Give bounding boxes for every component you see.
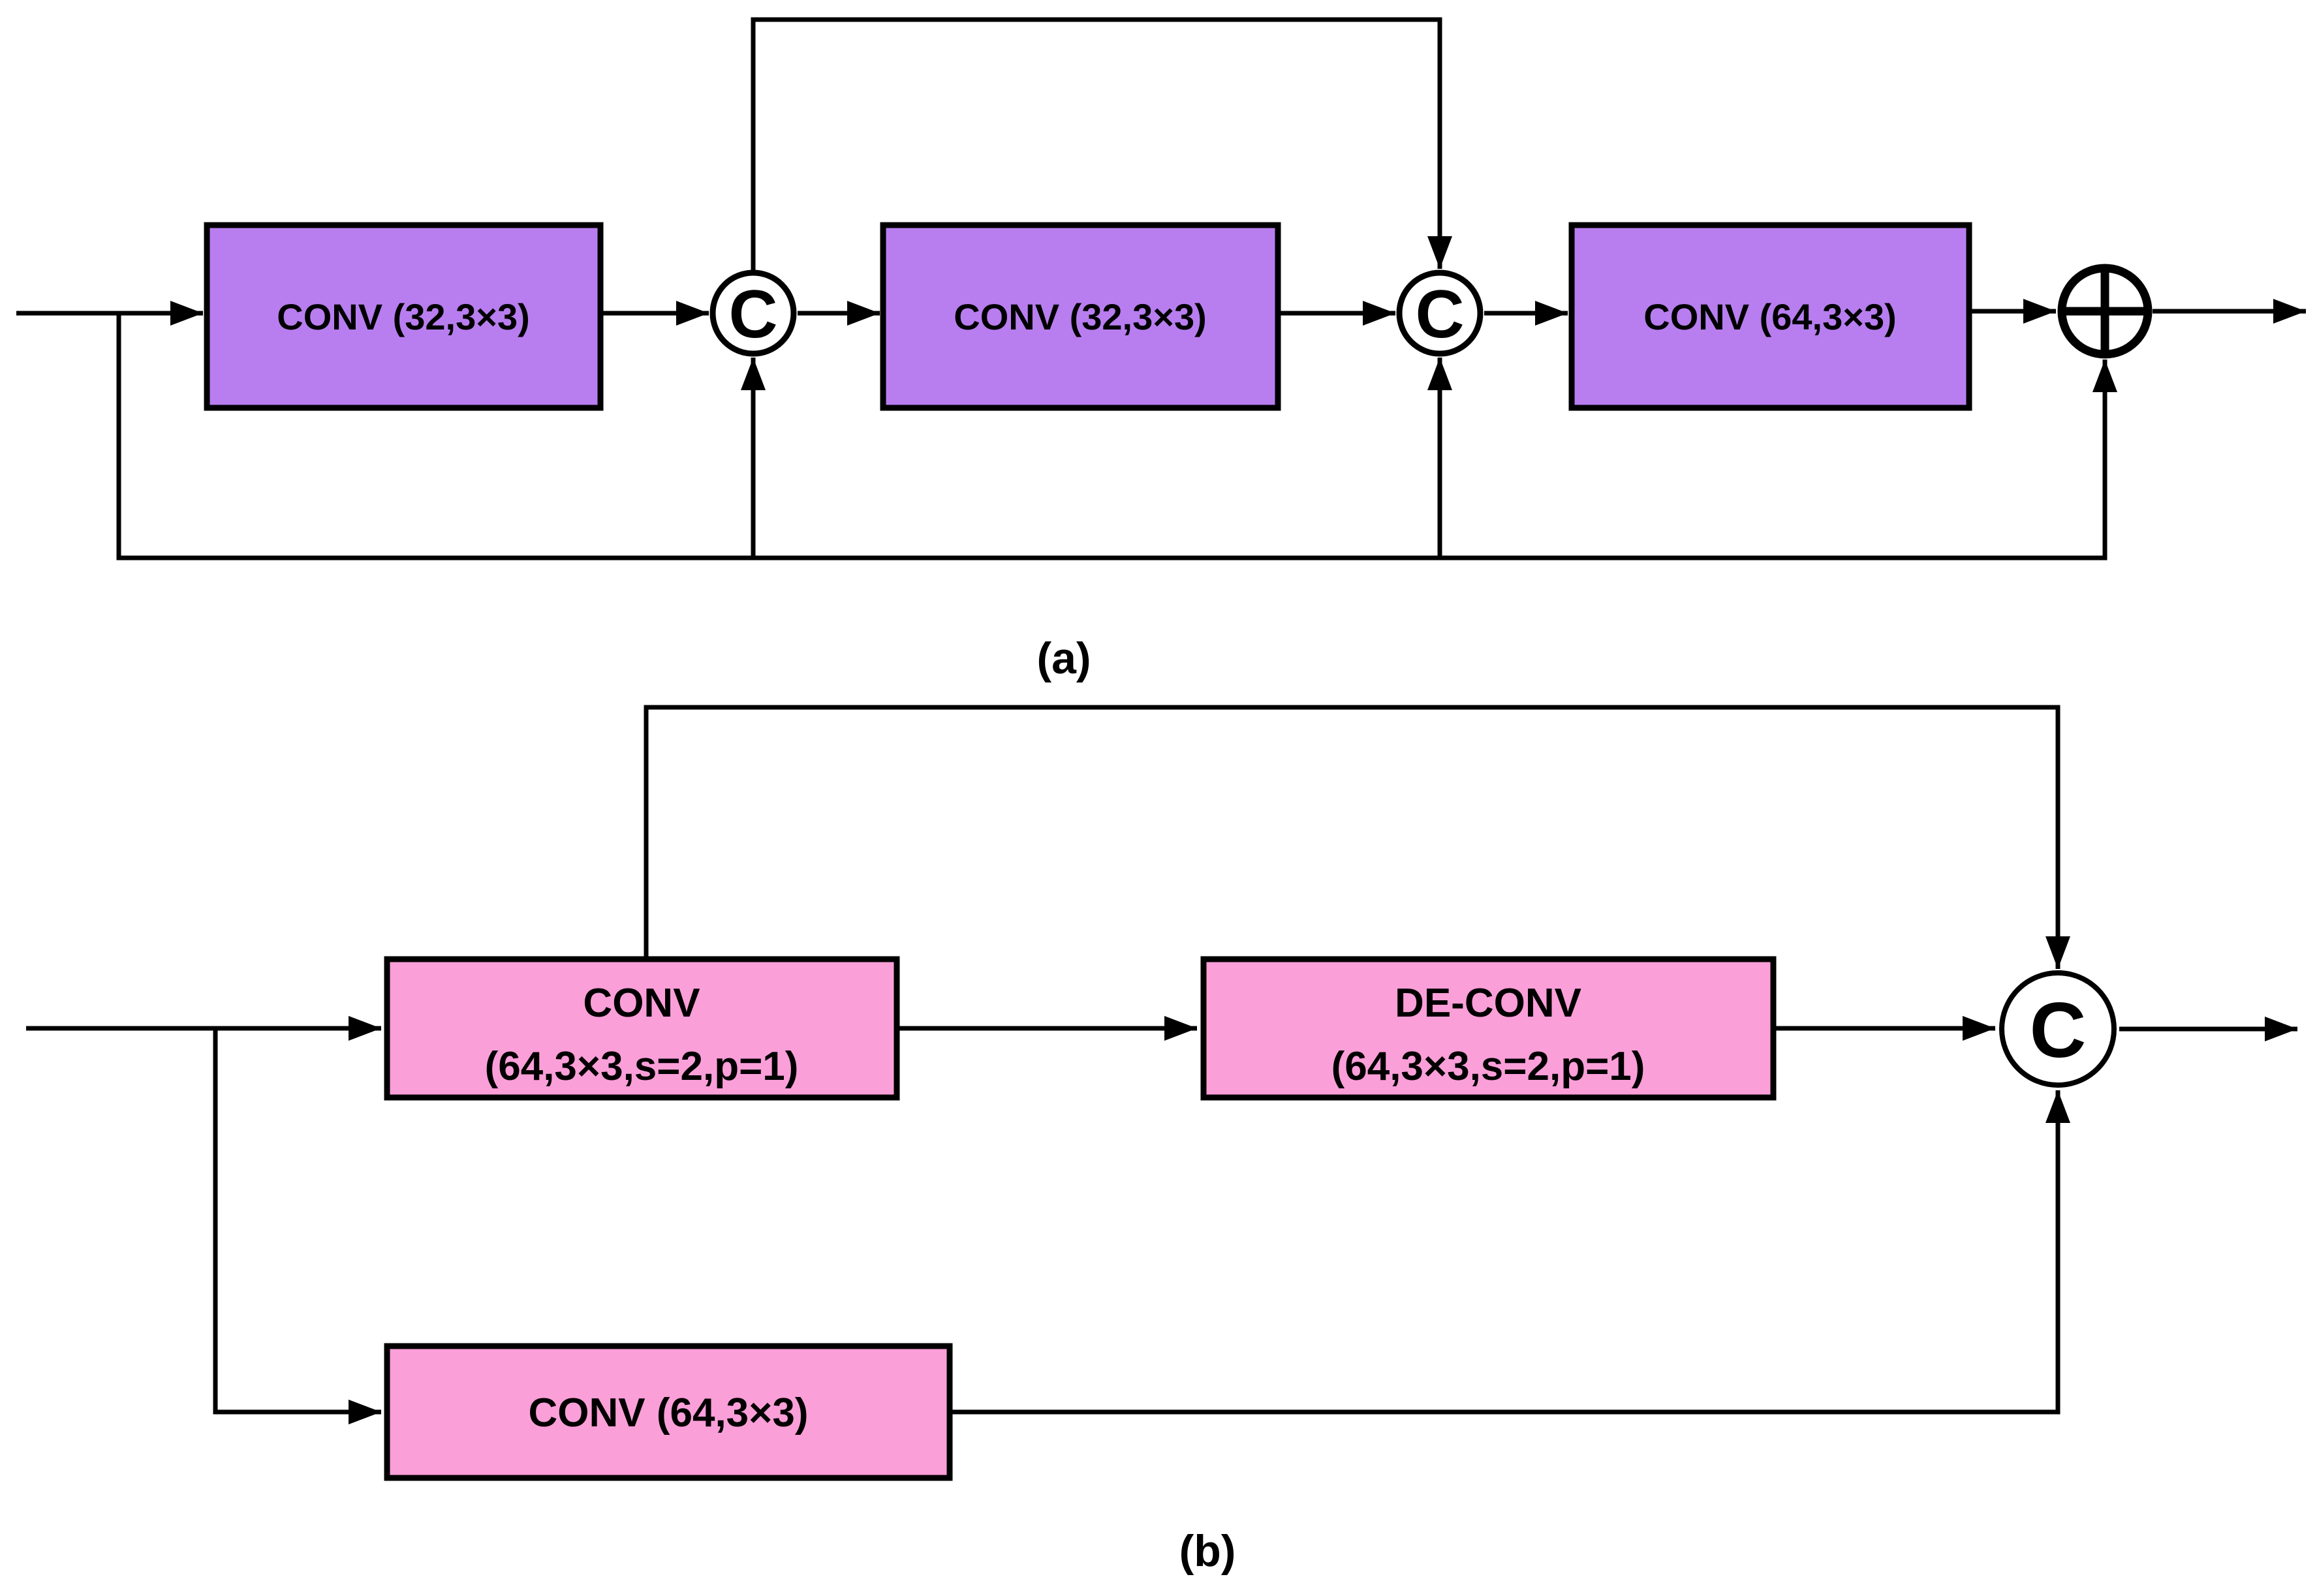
a-conv3-label: CONV (64,3×3) [1643,296,1897,337]
b-conv-label-line2: (64,3×3,s=2,p=1) [485,1044,799,1089]
b-conv-label-line1: CONV [583,981,700,1026]
b-top-skip-connector [644,705,2070,969]
b-deconv-block [1200,956,1777,1101]
a-concat2-circle [1396,269,1484,357]
a-concat1-circle [709,269,797,357]
panel-b: CONV (64,3×3,s=2,p=1) DE-CONV (64,3×3,s=… [26,705,2297,1576]
a-add-node [2057,264,2153,359]
b-concat-circle [1999,970,2117,1088]
b-deconv-label-line1: DE-CONV [1395,981,1581,1026]
b-conv-block [384,956,900,1101]
a-conv1-label: CONV (32,3×3) [277,296,530,337]
a-bottom-skip-connector [116,313,2117,560]
a-conv3-block [1568,222,1972,411]
b-concat-letter: C [2030,987,2087,1074]
a-add-plus-icon [2064,270,2146,352]
b-branch-to-skip-conv [213,1028,381,1424]
a-concat1-letter: C [728,277,777,352]
b-skip-conv-label: CONV (64,3×3) [528,1390,808,1435]
a-conv2-label: CONV (32,3×3) [954,296,1207,337]
a-conv1-block [204,222,604,411]
b-skip-conv-block [384,1343,953,1481]
b-bottom-skip-connector [950,1090,2070,1415]
b-panel-label: (b) [1179,1526,1236,1576]
a-panel-label: (a) [1036,634,1091,683]
a-concat2-letter: C [1415,277,1464,352]
a-conv2-block [880,222,1281,411]
b-deconv-label-line2: (64,3×3,s=2,p=1) [1331,1044,1645,1089]
panel-a: CONV (32,3×3) CONV (32,3×3) CONV (64,3×3… [16,17,2306,683]
a-top-skip-connector [751,17,1452,270]
